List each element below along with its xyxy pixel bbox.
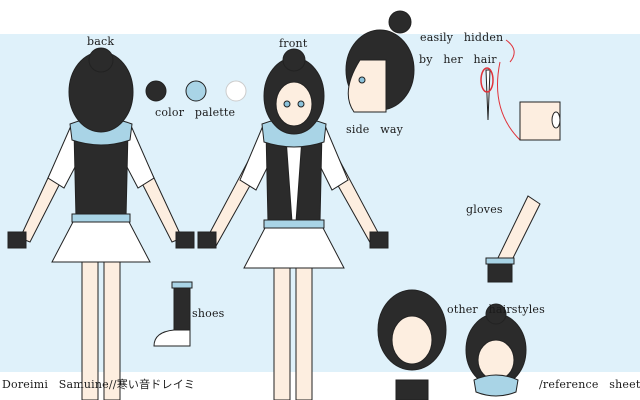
front-label: front (279, 37, 308, 50)
palette-swatch-blue (185, 80, 207, 102)
palette-swatch-black (145, 80, 167, 102)
shoes-label: shoes (192, 307, 225, 320)
shoe-detail (153, 281, 193, 347)
gloves-label: gloves (466, 203, 503, 216)
other-hairstyles-label: other hairstyles (447, 303, 545, 316)
glove-detail (485, 195, 541, 283)
reference-sheet-title: /reference sheet (539, 378, 640, 391)
side-way-label: side way (346, 123, 403, 136)
color-palette-label: color palette (155, 106, 236, 119)
by-her-hair-label: by her hair (419, 53, 497, 66)
back-view-figure (7, 47, 195, 400)
alt-hairstyle-1 (377, 289, 447, 400)
easily-hidden-label: easily hidden (420, 31, 504, 44)
back-label: back (87, 35, 115, 48)
palette-swatch-white (225, 80, 247, 102)
side-view-head (345, 10, 415, 113)
alt-hairstyle-2 (465, 303, 527, 397)
signature: Doreimi Samuine//寒い音ドレイミ (2, 378, 196, 391)
front-view-figure (197, 48, 389, 400)
hairpin-detail (480, 39, 561, 141)
